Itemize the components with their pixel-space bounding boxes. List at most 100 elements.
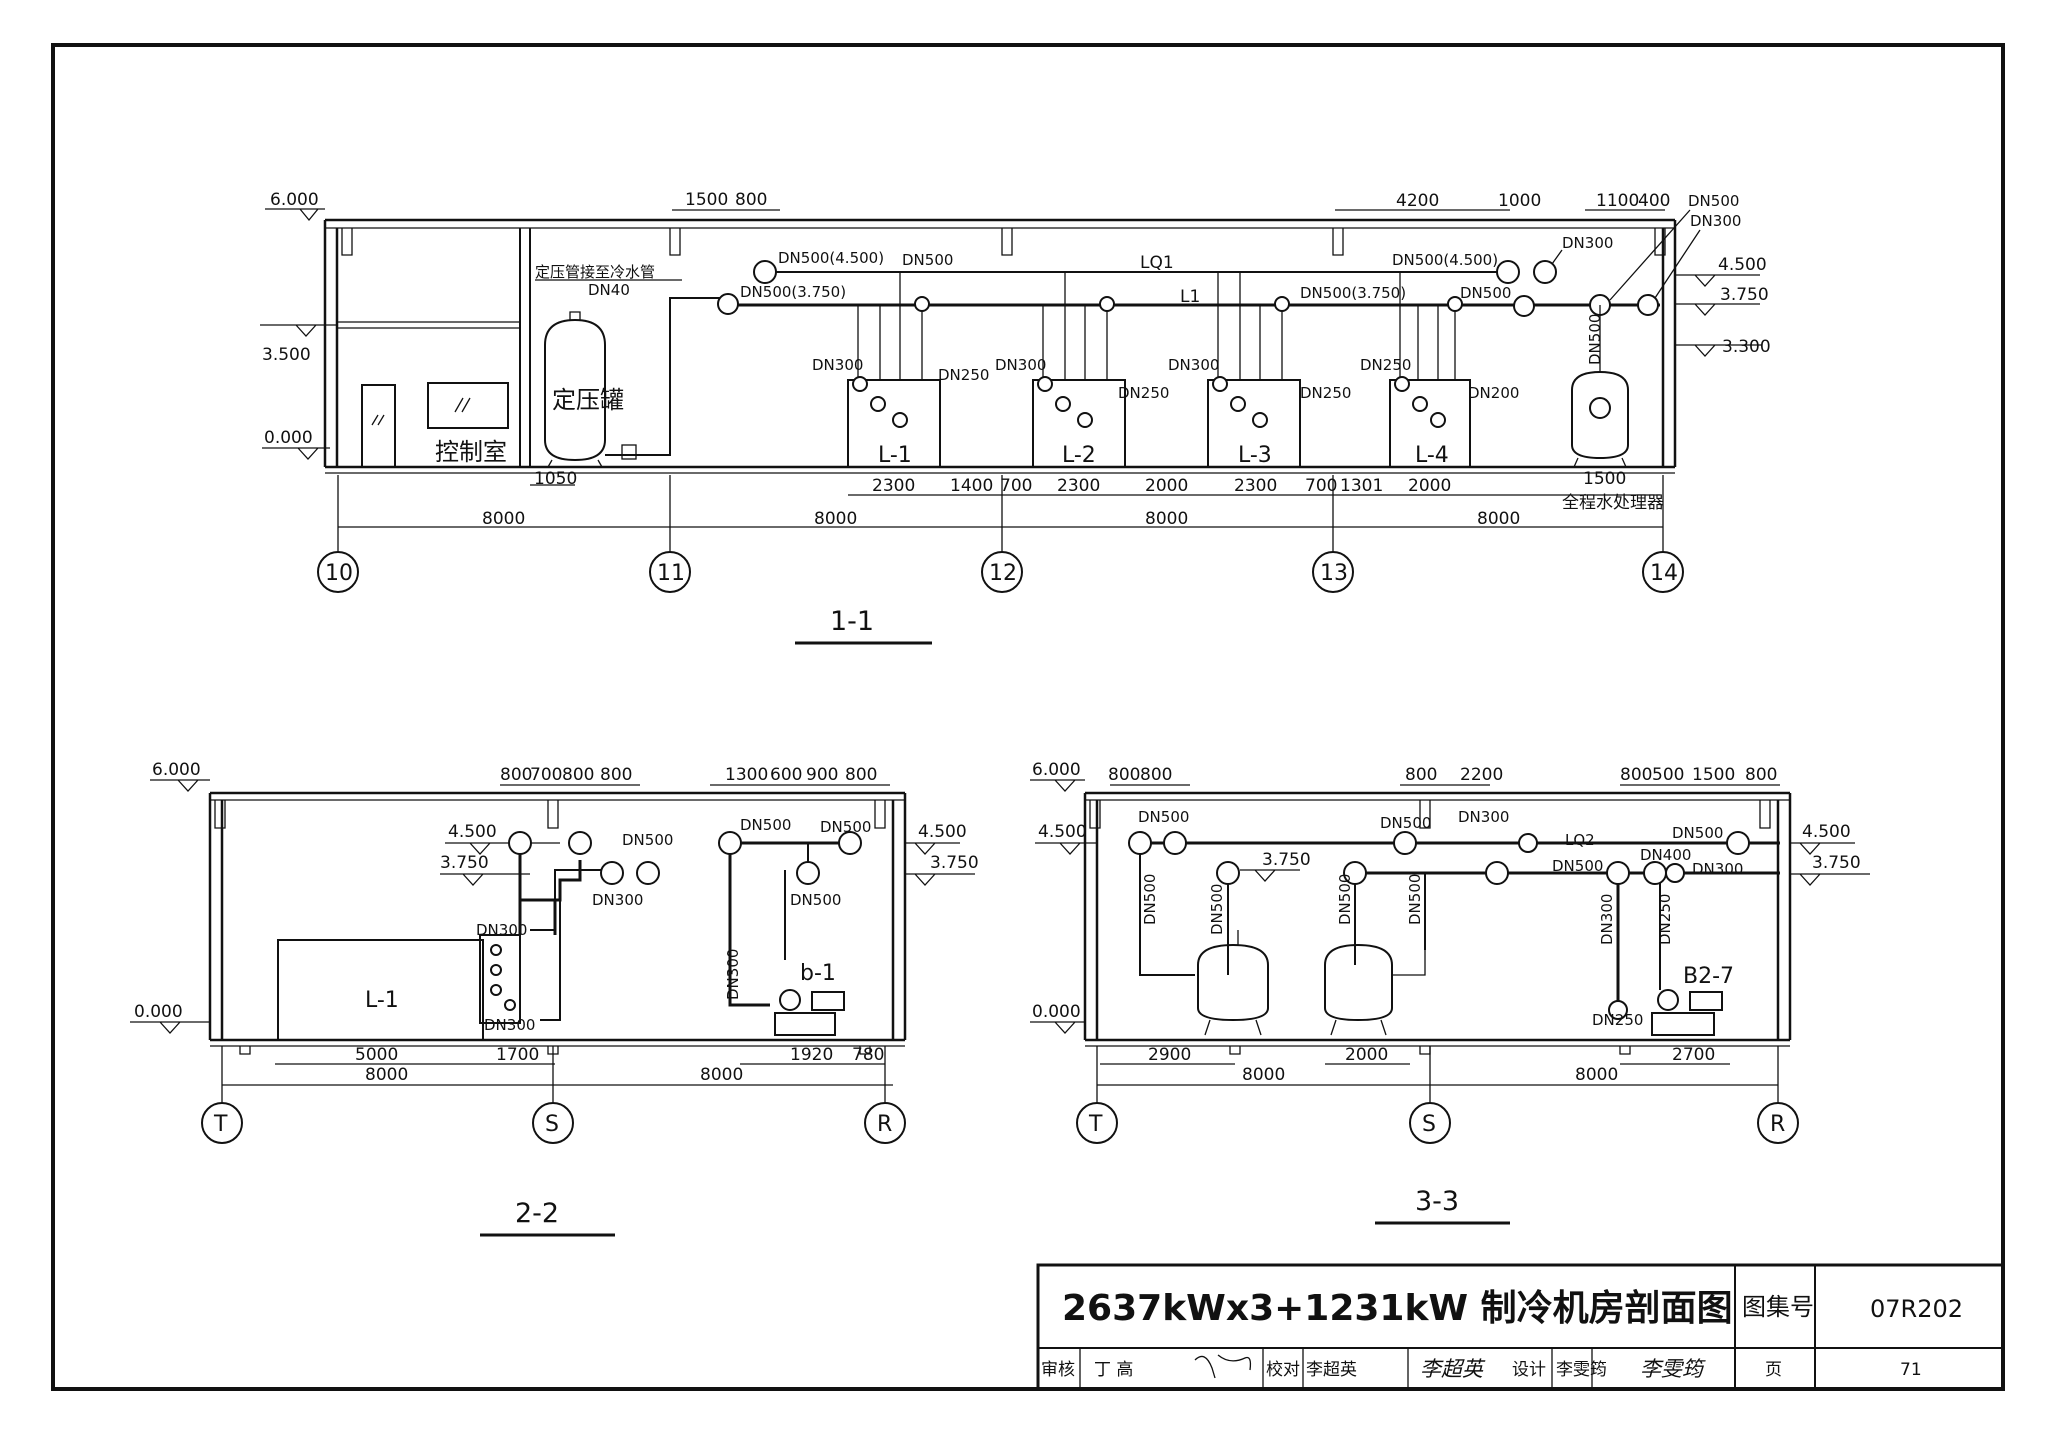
unit-label: L-1	[878, 443, 912, 468]
pipe-circle	[717, 293, 739, 315]
dn300-label: DN300	[476, 921, 527, 939]
right-level-3750: 3.750	[1720, 285, 1769, 305]
dim-400: 400	[1638, 191, 1670, 211]
dn500-4500-label: DN500(4.500)	[778, 249, 884, 267]
dim-800: 800	[1745, 765, 1777, 785]
dim-2000: 2000	[1345, 1045, 1388, 1065]
dim-1920: 1920	[790, 1045, 833, 1065]
dim-2000: 2000	[1408, 476, 1451, 496]
unit-label: L-3	[1238, 443, 1272, 468]
pump-label: B2-7	[1683, 964, 1734, 989]
axis-label: T	[1088, 1112, 1103, 1137]
dim-800: 800	[845, 765, 877, 785]
review-label: 审核	[1041, 1360, 1075, 1380]
span-8000: 8000	[1145, 509, 1188, 529]
checker-name: 李超英	[1306, 1360, 1357, 1380]
axis-markers-1-1: 10 11 12 13 14	[317, 475, 1684, 593]
right-level-markers-1-1: 4.500 3.750 3.300	[1675, 255, 1771, 357]
pipe-label-lq1: LQ1	[1140, 253, 1174, 273]
dn500-4500-right-label: DN500(4.500)	[1392, 251, 1498, 269]
dim-1500: 1500	[1692, 765, 1735, 785]
dn500-3750-mid-label: DN500(3.750)	[1300, 284, 1406, 302]
level-6000: 6.000	[1032, 760, 1081, 780]
dim-780: 780	[852, 1045, 884, 1065]
dim-600: 600	[770, 765, 802, 785]
section-2-2: 6.000 4.500 3.750 0.000 4.500 3.750 L-1 …	[130, 760, 979, 1237]
dim-800: 800	[600, 765, 632, 785]
dim-5000: 5000	[355, 1045, 398, 1065]
dn250-label: DN250	[938, 366, 989, 384]
pump-label: b-1	[800, 961, 836, 986]
level-markers-1-1: 6.000 3.500 0.000	[260, 190, 337, 460]
pump-b-1	[774, 989, 845, 1036]
checker-signature: 李超英	[1420, 1357, 1486, 1381]
dim-2700: 2700	[1672, 1045, 1715, 1065]
title-block: 2637kWx3+1231kW 制冷机房剖面图 图集号 07R202 审核 丁 …	[1036, 1263, 2005, 1391]
dn500-vertical-label: DN500	[1406, 874, 1424, 925]
pipe-circle	[1496, 260, 1520, 284]
water-treatment-label: 全程水处理器	[1562, 493, 1664, 513]
right-level-4500: 4.500	[1718, 255, 1767, 275]
dim-900: 900	[806, 765, 838, 785]
right-level-3750: 3.750	[930, 853, 979, 873]
dim-1500: 1500	[685, 190, 728, 210]
level-3750: 3.750	[440, 853, 489, 873]
axis-label: 14	[1650, 561, 1678, 586]
span-8000: 8000	[482, 509, 525, 529]
top-dimensions-3-3: 800 800 800 2200 800 500 1500 800	[1108, 765, 1780, 786]
dim-700: 700	[1000, 476, 1032, 496]
dim-1400: 1400	[950, 476, 993, 496]
level-0000: 0.000	[264, 428, 313, 448]
dn500-3750-label: DN500(3.750)	[740, 283, 846, 301]
section-title-1-1: 1-1	[830, 606, 874, 637]
dim-800: 800	[1405, 765, 1437, 785]
dim-1301: 1301	[1340, 476, 1383, 496]
dim-2000: 2000	[1145, 476, 1188, 496]
section-title-2-2: 2-2	[515, 1198, 559, 1229]
dn300-label: DN300	[484, 1016, 535, 1034]
level-4500: 4.500	[1038, 822, 1087, 842]
dim-800: 800	[735, 190, 767, 210]
level-0000: 0.000	[134, 1002, 183, 1022]
dn300-label: DN300	[592, 891, 643, 909]
dn300-label: DN300	[812, 356, 863, 374]
dn300-vertical-label: DN300	[724, 949, 742, 1000]
dim-700: 700	[530, 765, 562, 785]
dn500-vertical-label: DN500	[1141, 874, 1159, 925]
top-dimensions-1-1: 1500 800 4200 1000 1100 400	[672, 190, 1670, 211]
span-8000: 8000	[365, 1065, 408, 1085]
dn500-label-top: DN500	[902, 251, 953, 269]
dim-800: 800	[500, 765, 532, 785]
dn250-vertical-label: DN250	[1656, 894, 1674, 945]
dn500-vertical-label: DN500	[1208, 884, 1226, 935]
span-8000: 8000	[1575, 1065, 1618, 1085]
axis-label: S	[1422, 1112, 1436, 1137]
pump-B2-7	[1651, 989, 1723, 1036]
drawing-title: 2637kWx3+1231kW 制冷机房剖面图	[1062, 1288, 1733, 1329]
designer-name: 李雯筠	[1556, 1360, 1607, 1380]
right-level-4500: 4.500	[918, 822, 967, 842]
dim-2200: 2200	[1460, 765, 1503, 785]
span-8000: 8000	[1242, 1065, 1285, 1085]
dim-1700: 1700	[496, 1045, 539, 1065]
dn300-label: DN300	[995, 356, 1046, 374]
axis-markers-3-3: T S R	[1076, 1046, 1799, 1144]
right-level-3300: 3.300	[1722, 337, 1771, 357]
dn300-label: DN300	[1458, 808, 1509, 826]
chiller-L-3: L-3 DN300 DN250	[1168, 272, 1351, 468]
pipe-circle	[753, 260, 777, 284]
dn250-label: DN250	[1300, 384, 1351, 402]
atlas-no: 07R202	[1870, 1295, 1963, 1323]
dn500-label: DN500	[622, 831, 673, 849]
designer-signature: 李雯筠	[1640, 1357, 1706, 1381]
axis-label: T	[213, 1112, 228, 1137]
axis-label: R	[877, 1112, 892, 1137]
pressure-pipe-note: 定压管接至冷水管	[535, 263, 655, 281]
dn500-label: DN500	[1552, 857, 1603, 875]
dn500-label: DN500	[790, 891, 841, 909]
dim-800: 800	[1140, 765, 1172, 785]
dim-2300: 2300	[1057, 476, 1100, 496]
chiller-L-2: L-2 DN300 DN250	[995, 272, 1169, 468]
dn500-label: DN500	[1672, 824, 1723, 842]
dim-700: 700	[1305, 476, 1337, 496]
